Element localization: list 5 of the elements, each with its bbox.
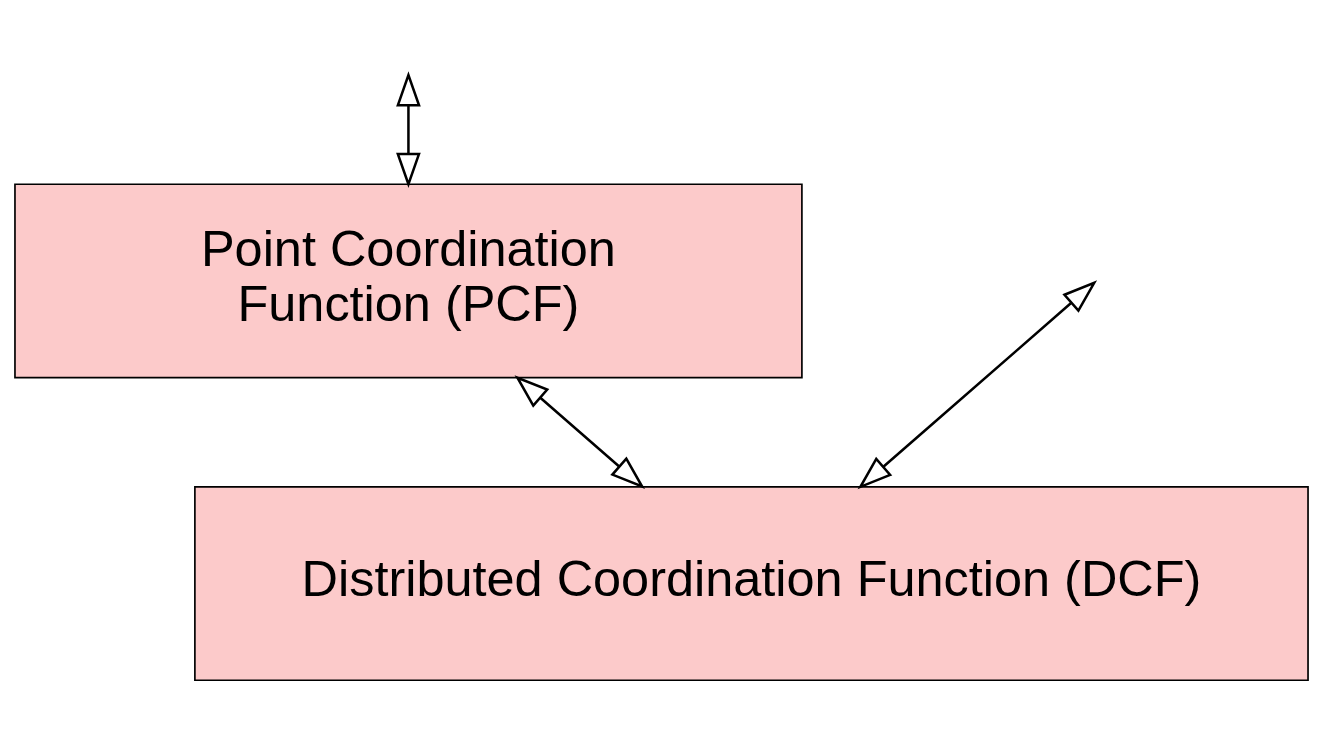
arrow xyxy=(514,375,646,490)
arrow xyxy=(857,280,1098,490)
node-box: Distributed Coordination Function (DCF) xyxy=(194,486,1309,682)
arrow xyxy=(396,71,421,188)
node-box: Point Coordination Function (PCF) xyxy=(14,183,803,379)
